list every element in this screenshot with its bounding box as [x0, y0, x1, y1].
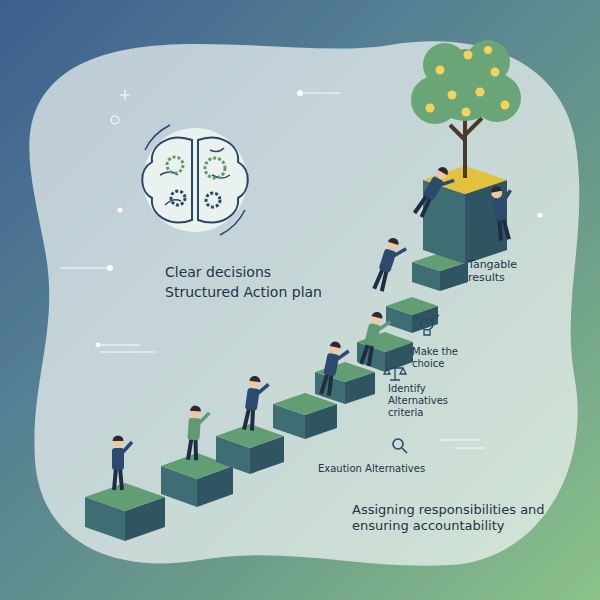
stair-block — [386, 297, 438, 333]
stair-block — [85, 483, 165, 541]
step-label: Clear decisions — [165, 264, 365, 281]
stair-block — [216, 424, 284, 474]
step-label: Make the choice — [412, 346, 472, 370]
person-figure — [319, 340, 350, 397]
step-label: Tangable results — [468, 258, 538, 284]
step-label: Structured Action plan — [165, 284, 365, 301]
person-figure — [112, 436, 132, 491]
stairs — [85, 166, 507, 541]
stair-block — [273, 393, 337, 439]
scales-icon — [384, 366, 406, 380]
person-figure — [359, 311, 392, 369]
person-figure — [490, 184, 519, 241]
person-figure — [413, 165, 458, 222]
step-label: Identify Alternatives criteria — [388, 383, 478, 419]
person-figure — [372, 236, 408, 294]
background-blob — [29, 41, 579, 565]
brain-icon — [142, 125, 248, 235]
stair-block — [315, 362, 375, 404]
people — [112, 165, 519, 490]
magnifier-icon — [393, 439, 407, 453]
stair-block — [357, 332, 413, 372]
step-label: Assigning responsibilities and ensuring … — [352, 502, 562, 533]
step-label: Exaution Alternatives — [318, 463, 458, 475]
person-figure — [242, 375, 269, 432]
decorations — [60, 90, 542, 448]
lightbulb-icon — [415, 310, 439, 335]
tree — [411, 40, 521, 178]
person-figure — [186, 405, 210, 461]
stair-block — [423, 166, 507, 264]
